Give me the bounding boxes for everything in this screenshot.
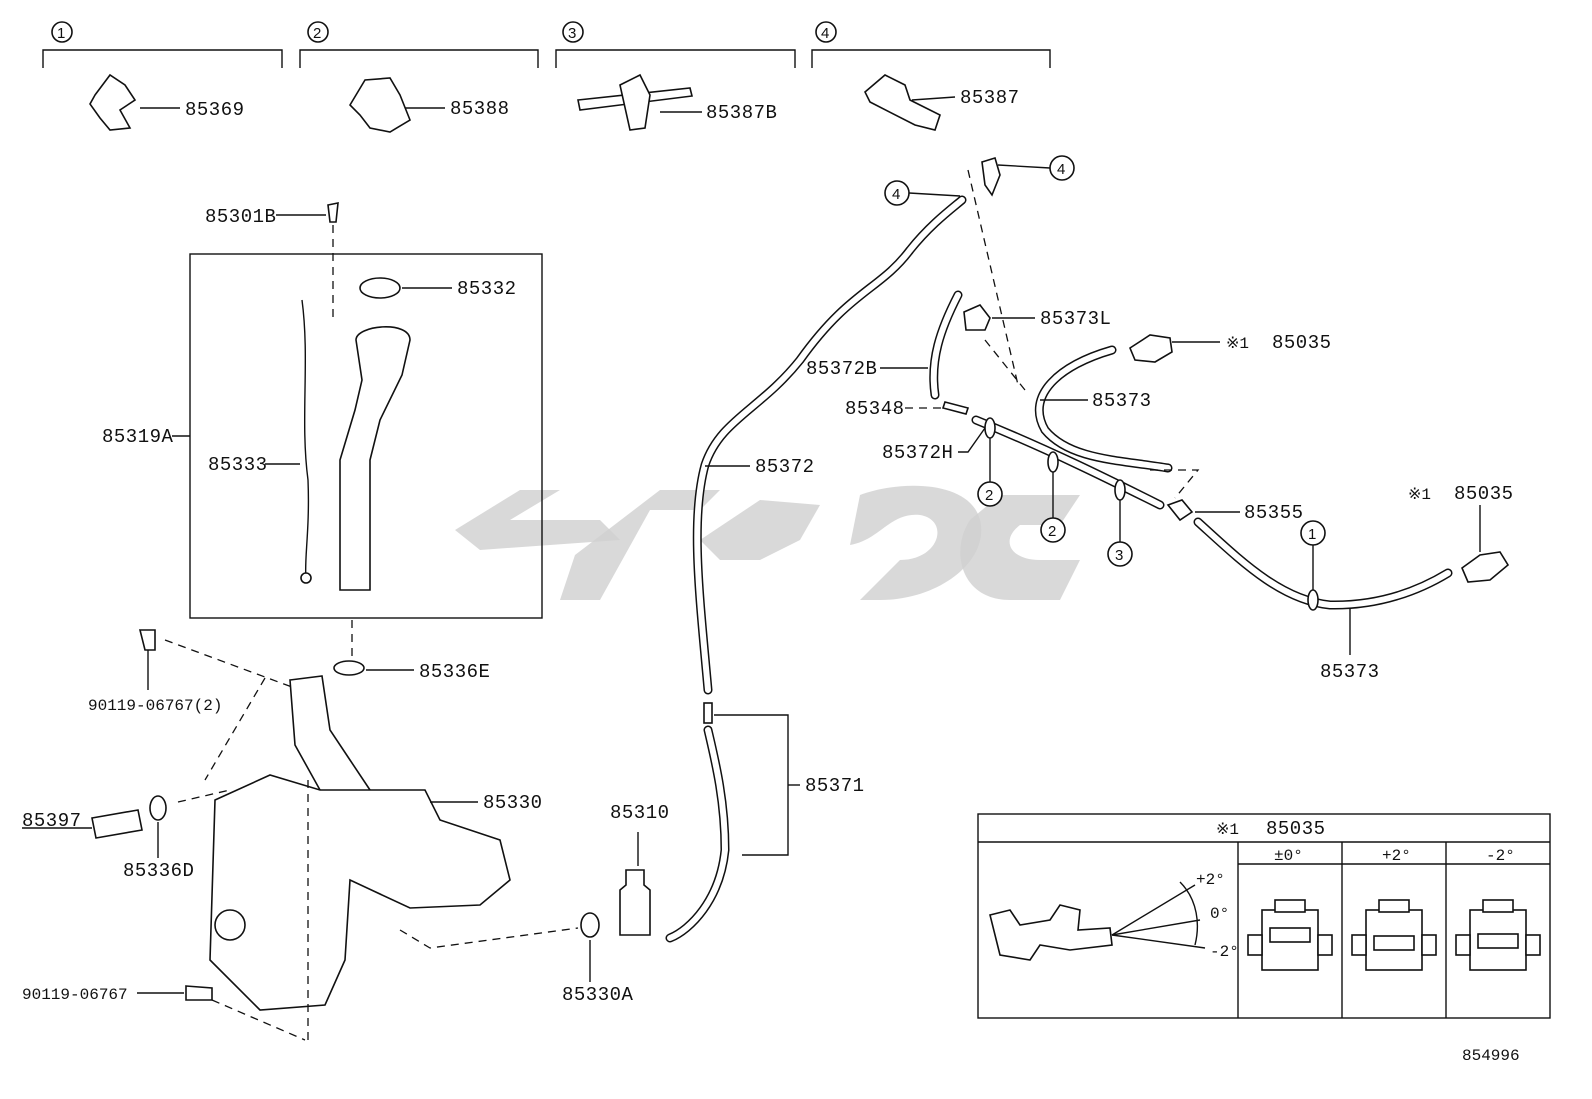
bolt-bottom	[185, 985, 213, 1001]
bracket-num-2: 2	[313, 25, 321, 42]
label-85336E: 85336E	[419, 661, 490, 683]
inset-angle-minus: -2°	[1210, 943, 1239, 961]
label-90119: 90119-06767	[22, 986, 128, 1004]
label-85371: 85371	[805, 775, 865, 797]
connector-85371	[703, 702, 713, 724]
diagram-id: 854996	[1462, 1047, 1520, 1065]
inset-nozzle-plus	[1351, 899, 1437, 971]
inset-col-minus: -2°	[1486, 847, 1515, 865]
label-85372H: 85372H	[882, 442, 953, 464]
ref-2a: 2	[985, 487, 993, 504]
nozzle-85035-upper	[1129, 334, 1173, 363]
part-label-85388: 85388	[450, 98, 510, 120]
part-label-85369: 85369	[185, 99, 245, 121]
reservoir-85330	[209, 774, 511, 1011]
label-85336D: 85336D	[123, 860, 194, 882]
label-90119-2: 90119-06767(2)	[88, 697, 222, 715]
circle-ref-2	[307, 21, 329, 43]
bracket-num-1: 1	[57, 25, 65, 42]
label-85319A: 85319A	[102, 426, 174, 448]
label-85310: 85310	[610, 802, 670, 824]
nozzle-angle-inset: ※1 85035 ±0° +2° -2° +2° 0° -2°	[977, 813, 1551, 1019]
grommet-85336E	[333, 660, 365, 676]
mark-1-upper: ※1	[1226, 335, 1249, 353]
connector-85355	[1166, 499, 1194, 522]
ref-4b: 4	[1057, 161, 1065, 178]
circle-ref-2b	[1040, 517, 1066, 543]
sensor-85397	[91, 809, 143, 839]
label-85301B: 85301B	[205, 206, 276, 228]
reservoir-upper	[289, 675, 372, 801]
ref-1: 1	[1308, 526, 1316, 543]
filler-neck	[339, 326, 411, 591]
label-85333: 85333	[208, 454, 268, 476]
clip-85387B-drawing	[577, 73, 702, 131]
bracket-num-3: 3	[568, 25, 576, 42]
ref-2b: 2	[1048, 523, 1056, 540]
clip-85388-drawing	[348, 77, 445, 133]
label-85373-lower: 85373	[1320, 661, 1380, 683]
inset-angle-plus: +2°	[1196, 871, 1225, 889]
inset-col-zero: ±0°	[1274, 847, 1303, 865]
clip-85301B	[327, 202, 339, 223]
inset-mark: ※1	[1216, 821, 1239, 839]
label-85373-upper: 85373	[1092, 390, 1152, 412]
clip-4-top	[981, 156, 1001, 197]
joint-85348	[941, 401, 970, 415]
circle-ref-3	[1107, 541, 1133, 567]
label-85397: 85397	[22, 810, 82, 832]
label-85355: 85355	[1244, 502, 1304, 524]
grommet-85330A	[580, 912, 600, 938]
bolt-top	[138, 629, 156, 651]
inset-col-plus: +2°	[1382, 847, 1411, 865]
circle-ref-4	[815, 21, 837, 43]
label-85035-lower: 85035	[1454, 483, 1514, 505]
clip-85369-drawing	[89, 73, 180, 131]
inset-nozzle-zero	[1247, 899, 1333, 971]
label-85330A: 85330A	[562, 984, 634, 1006]
bracket-group-3: 3	[555, 21, 796, 68]
bracket-group-1: 1	[42, 21, 283, 68]
part-label-85387: 85387	[960, 87, 1020, 109]
ref-4a: 4	[892, 186, 900, 203]
inset-nozzle-minus	[1455, 899, 1541, 971]
circle-ref-2a	[977, 481, 1003, 507]
circle-ref-1	[1300, 520, 1326, 546]
part-label-85387B: 85387B	[706, 102, 777, 124]
bracket-group-2: 2	[299, 21, 539, 68]
label-85330: 85330	[483, 792, 543, 814]
nozzle-85035-lower	[1461, 551, 1510, 583]
bracket-num-4: 4	[821, 25, 829, 42]
inset-title: 85035	[1266, 818, 1326, 840]
bracket-group-4: 4	[811, 21, 1051, 68]
label-85373L: 85373L	[1040, 308, 1111, 330]
clip-85387-drawing	[864, 74, 956, 131]
ref-3: 3	[1115, 547, 1123, 564]
circle-ref-3	[562, 21, 584, 43]
label-85035-upper: 85035	[1272, 332, 1332, 354]
label-85372B: 85372B	[806, 358, 877, 380]
label-85348: 85348	[845, 398, 905, 420]
pump-85310	[619, 869, 651, 936]
mark-1-lower: ※1	[1408, 486, 1431, 504]
grommet-85336D	[149, 795, 167, 821]
nozzle-85373L	[963, 304, 991, 331]
label-85332: 85332	[457, 278, 517, 300]
label-85372: 85372	[755, 456, 815, 478]
inset-angle-zero: 0°	[1210, 905, 1229, 923]
circle-ref-1	[51, 21, 73, 43]
gasket-85332	[359, 277, 401, 299]
